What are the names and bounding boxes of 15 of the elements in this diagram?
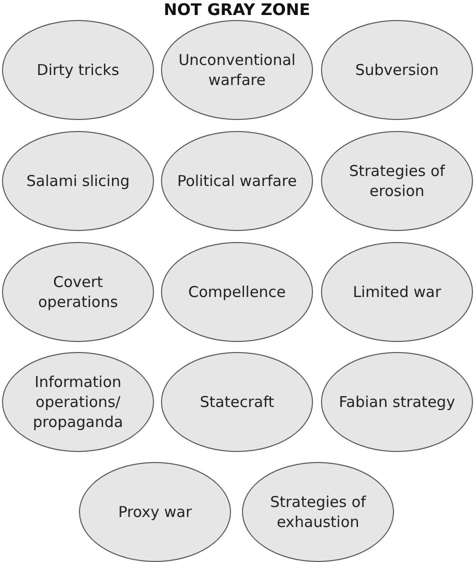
node-label: Compellence — [188, 282, 286, 302]
node-label: Information operations/ propaganda — [32, 372, 124, 432]
title: NOT GRAY ZONE — [162, 0, 312, 20]
node-label: Statecraft — [200, 392, 274, 412]
node-label: Salami slicing — [26, 171, 130, 191]
node-label: Covert operations — [37, 272, 119, 312]
node-label: Strategies of exhaustion — [269, 492, 368, 532]
node-label: Fabian strategy — [338, 392, 456, 412]
node-label: Strategies of erosion — [348, 161, 446, 201]
node-label: Subversion — [355, 60, 439, 80]
node-label: Unconventional warfare — [177, 50, 297, 90]
node-label: Political warfare — [177, 171, 297, 191]
node-label: Dirty tricks — [36, 60, 120, 80]
node-label: Limited war — [352, 282, 442, 302]
node-label: Proxy war — [118, 502, 192, 522]
